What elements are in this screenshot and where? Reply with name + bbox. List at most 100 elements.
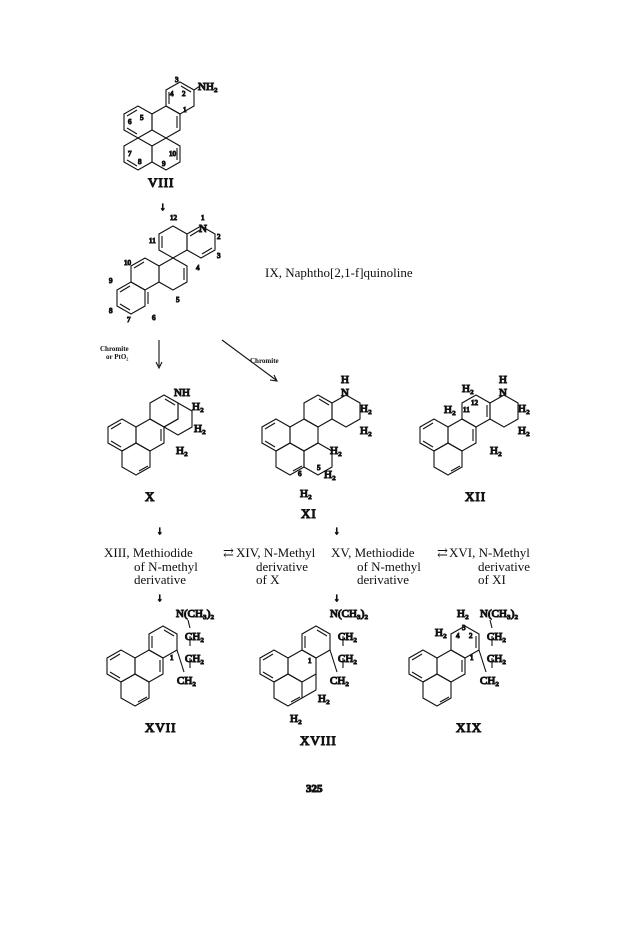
xviii-ring-a: [301, 625, 331, 659]
xi-pos-5: 5: [317, 464, 321, 472]
xii-h2-left: H₂: [444, 404, 456, 416]
x-h2-a: H₂: [192, 401, 204, 413]
xviii-h2-a: H₂: [318, 693, 330, 705]
reagent-chromite-left: Chromite: [100, 345, 129, 353]
viii-pos-3: 3: [175, 76, 179, 84]
ix-ring-d: [116, 281, 146, 315]
label-xix: XIX: [456, 720, 482, 735]
xviii-h2-b: H₂: [290, 713, 302, 725]
xix-ch2-b: CH₂: [487, 653, 506, 665]
viii-pos-8: 8: [138, 158, 142, 166]
xvii-ring-b: [134, 649, 164, 683]
ix-pos-6: 6: [152, 314, 156, 322]
xvii-ch2-c: CH₂: [177, 675, 196, 687]
x-h2-c: H₂: [176, 445, 188, 457]
xix-ring-d: [422, 673, 452, 707]
xii-ring-sat: [489, 394, 519, 428]
xix-h2-left: H₂: [435, 627, 447, 639]
viii-pos-10: 10: [169, 150, 177, 158]
derivative-2: derivative: [478, 559, 530, 574]
ix-ring-b: [158, 257, 188, 291]
structure-viii: [123, 81, 201, 171]
label-xi: XI: [301, 506, 317, 521]
xv-methiodide: XV, Methiodide: [331, 545, 415, 560]
label-xviii: XVIII: [300, 733, 337, 748]
xi-h2-a: H₂: [360, 403, 372, 415]
xiii-methiodide: XIII, Methiodide: [104, 545, 193, 560]
ix-ring-a: [158, 225, 188, 259]
xii-ring-b: [447, 418, 477, 452]
xvii-ring-c: [106, 649, 136, 683]
structure-x: [107, 394, 193, 476]
xix-pos-2: 2: [469, 632, 473, 640]
xi-ring-d: [275, 442, 305, 476]
xix-pos-1: 1: [470, 654, 474, 662]
x-nh: NH: [174, 387, 190, 399]
structure-xix: [408, 619, 493, 707]
x-h2-b: H₂: [194, 423, 206, 435]
xviii-ch2-a: CH₂: [338, 631, 357, 643]
xvi-n-methyl: XVI, N-Methyl: [449, 545, 530, 560]
structure-xi: [261, 394, 361, 476]
xi-h2-c: H₂: [330, 445, 342, 457]
xi-h2-e: H₂: [300, 488, 312, 500]
x-ring-d: [121, 442, 151, 476]
label-xvii: XVII: [145, 720, 176, 735]
xi-h-top: H: [341, 374, 349, 386]
structure-xviii: [259, 625, 344, 707]
viii-ring-e: [123, 137, 153, 171]
derivative-4: derivative: [357, 572, 409, 587]
xix-nme2: N(CH₃)₂: [480, 608, 518, 620]
xi-ring-b: [289, 418, 319, 452]
xii-n: N: [499, 387, 507, 399]
xi-ring-a: [303, 394, 333, 428]
xi-ring-c: [261, 418, 291, 452]
equilibrium-1: ⇄: [223, 545, 234, 560]
xii-ring-d: [433, 442, 463, 476]
arrowhead-diagonal: [269, 374, 278, 382]
arrowhead-left: [155, 361, 163, 370]
xix-h2-top: H₂: [457, 608, 469, 620]
viii-pos-9: 9: [162, 160, 166, 168]
viii-nh2: NH₂: [198, 81, 218, 93]
ix-pos-4: 4: [196, 264, 200, 272]
x-ring-c: [107, 418, 137, 452]
derivative-1: derivative: [256, 559, 308, 574]
viii-pos-7: 7: [128, 150, 132, 158]
xi-h2-b: H₂: [360, 425, 372, 437]
xix-pos-3: 3: [462, 624, 466, 632]
equilibrium-2: ⇄: [437, 545, 448, 560]
ix-pos-2: 2: [217, 233, 221, 241]
ix-pos-1: 1: [201, 214, 205, 222]
xix-ring-b: [436, 649, 466, 683]
xvii-pos-1: 1: [170, 654, 174, 662]
xi-h2-d: H₂: [324, 469, 336, 481]
ix-ring-pyridine: [186, 225, 216, 259]
of-n-methyl-1: of N-methyl: [134, 559, 198, 574]
ix-pos-5: 5: [176, 296, 180, 304]
ix-pos-9: 9: [109, 277, 113, 285]
xix-ring-c: [408, 649, 438, 683]
xviii-ch2-c: CH₂: [330, 675, 349, 687]
x-ring-sat: [162, 402, 193, 436]
xix-ch2-a: CH₂: [487, 631, 506, 643]
structure-xii: [419, 394, 519, 476]
of-xi: of XI: [478, 572, 506, 587]
xviii-ring-d: [273, 673, 303, 707]
xi-n: N: [341, 387, 349, 399]
ix-pos-7: 7: [127, 316, 131, 324]
xii-h2-b: H₂: [518, 425, 530, 437]
xii-ring-c: [419, 418, 449, 452]
xviii-ch2-b: CH₂: [338, 653, 357, 665]
reagent-chromite-diagonal: Chromite: [250, 357, 279, 365]
page-number: 325: [306, 783, 323, 795]
xvii-nme2: N(CH₃)₂: [176, 608, 214, 620]
xii-h-top: H: [499, 374, 507, 386]
xvii-ch2-b: CH₂: [185, 653, 204, 665]
viii-pos-4: 4: [170, 90, 174, 98]
x-ring-b: [135, 418, 165, 452]
viii-ring-c: [123, 105, 153, 139]
xviii-nme2: N(CH₃)₂: [330, 608, 368, 620]
